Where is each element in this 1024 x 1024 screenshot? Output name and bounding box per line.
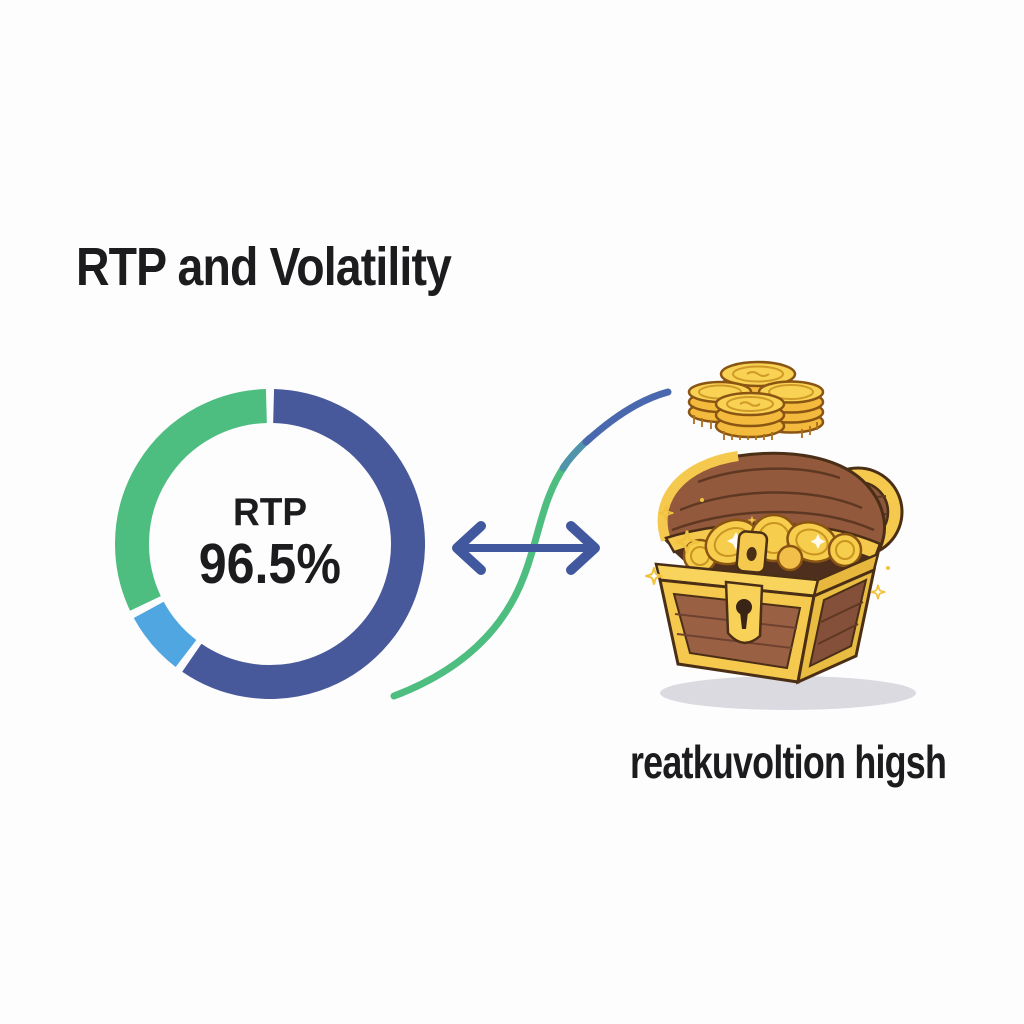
volatility-s-curve [390, 388, 672, 700]
chest-lid-gold-edge [657, 451, 739, 542]
coin-glint-icon [727, 532, 745, 550]
chest-clasp [735, 530, 769, 574]
caption-text: reatkuvoltion higsh [630, 736, 947, 788]
donut-chart: RTP 96.5% [115, 389, 425, 699]
chest-shadow [660, 676, 916, 710]
page-title: RTP and Volatility [76, 237, 452, 297]
arrow-head-left [452, 521, 486, 575]
donut-segment-green [115, 389, 268, 611]
chest-keyhole-plate [724, 580, 764, 644]
keyhole-icon [736, 599, 752, 615]
coin-stack-front [714, 391, 786, 440]
sparkle-dot [886, 566, 890, 570]
sparkle-icon [645, 567, 663, 585]
chest-side-panel [808, 578, 868, 668]
arrow-head-right [566, 521, 600, 575]
rtp-value: 96.5% [198, 531, 342, 596]
sparkle-dot [700, 498, 704, 502]
coin-glint-icon [810, 534, 826, 549]
s-curve-blue-segment [582, 388, 672, 446]
treasure-chest-icon [645, 451, 916, 710]
sparkles [645, 498, 890, 600]
sparkle-icon [675, 530, 699, 554]
sparkle-icon [658, 505, 674, 521]
donut-segment-light-blue [133, 601, 197, 667]
s-curve-green-segment [390, 460, 570, 700]
donut-segment-blue [182, 389, 425, 699]
gold-coins-icon [687, 360, 825, 440]
sparkle-icon [870, 584, 886, 600]
chest-body [654, 551, 880, 685]
sparkle-icon [747, 515, 757, 525]
donut-chart-rings [115, 389, 425, 699]
donut-center-label: RTP 96.5% [115, 389, 425, 699]
rtp-label: RTP [232, 490, 308, 534]
double-arrow-icon [452, 521, 600, 575]
